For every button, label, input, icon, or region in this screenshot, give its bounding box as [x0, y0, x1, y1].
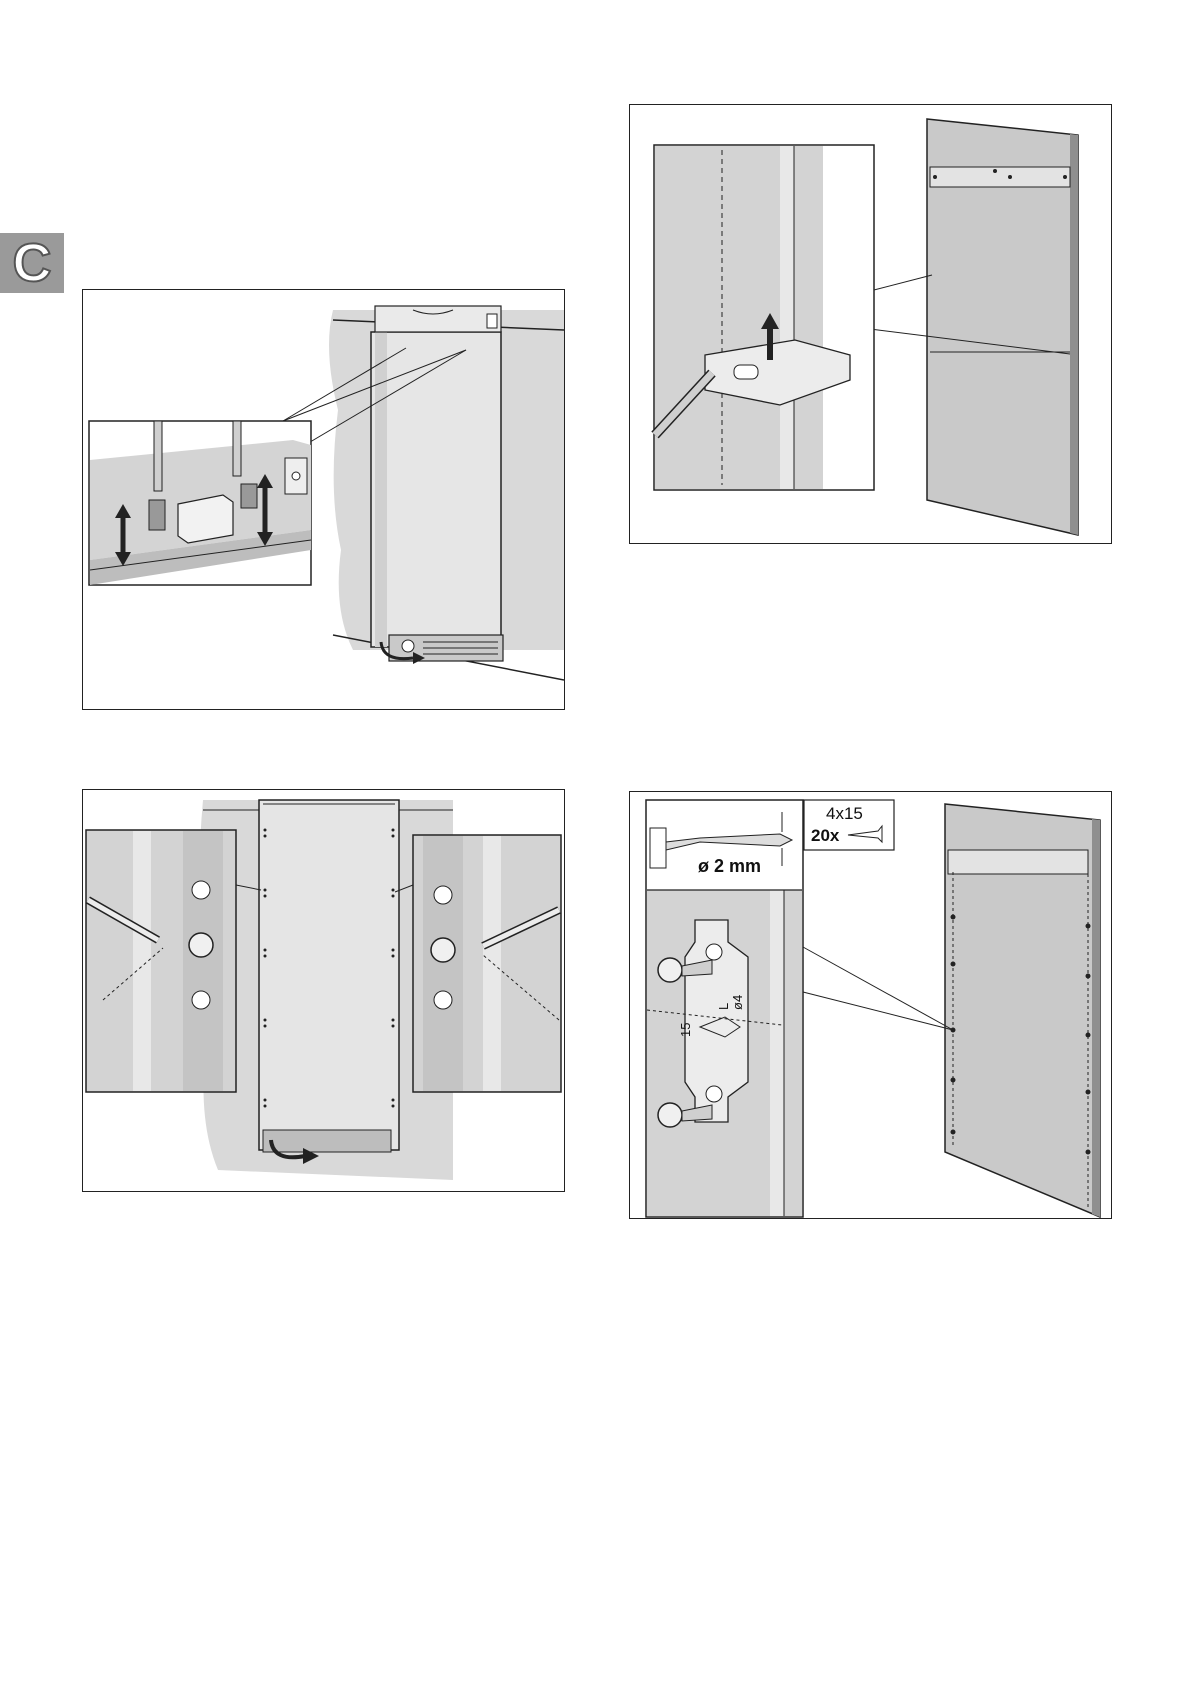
section-tab-c: C [0, 233, 64, 293]
figure-mark-hinge-positions [82, 789, 565, 1192]
screwdriver-icon [233, 421, 241, 476]
drill-size-label: ø 2 mm [698, 856, 761, 876]
figure-2-illustration [630, 105, 1111, 543]
figure-4-illustration: ø 2 mm 4x15 20x 15 L ø4 [630, 792, 1111, 1218]
figure-1-illustration [83, 290, 564, 709]
screwdriver-icon [154, 421, 162, 491]
screw-count-label: 20x [811, 826, 840, 845]
top-hinge-cover [375, 306, 501, 332]
figure-adjust-hinges [82, 289, 565, 710]
mounting-rail [930, 167, 1070, 187]
figure-drill-and-screw: ø 2 mm 4x15 20x 15 L ø4 [629, 791, 1112, 1219]
section-letter: C [13, 236, 52, 290]
screw-icon [431, 938, 455, 962]
figure-position-template [629, 104, 1112, 544]
template-mark-l: L [716, 1003, 731, 1010]
screw-size-label: 4x15 [826, 804, 863, 823]
template-mark-15: 15 [678, 1023, 693, 1037]
template-mark-diameter: ø4 [730, 995, 745, 1010]
mounting-rail [948, 850, 1088, 874]
appliance-door [259, 800, 399, 1150]
screw-icon [189, 933, 213, 957]
figure-3-illustration [83, 790, 564, 1191]
